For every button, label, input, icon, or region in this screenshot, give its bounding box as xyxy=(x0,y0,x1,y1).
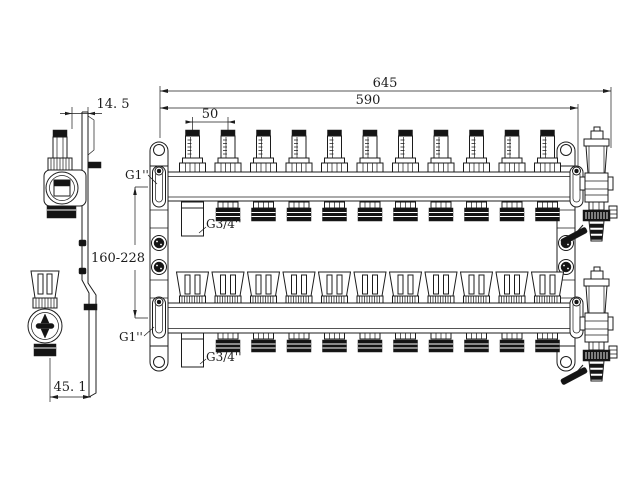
branch-port-bottom-label: G3/4'' xyxy=(206,350,242,364)
flow-meter xyxy=(498,129,526,173)
thermostatic-valve-cap xyxy=(389,271,422,304)
dim-mounting-width-label: 590 xyxy=(356,93,381,108)
thermostatic-valve-cap xyxy=(282,271,316,304)
dim-center-distance-label: 160-228 xyxy=(91,251,145,266)
supply-outlet xyxy=(535,201,560,222)
dim-overall-width: 645 xyxy=(159,76,612,148)
return-outlet xyxy=(322,332,347,353)
thermostatic-valve-cap xyxy=(353,271,387,304)
flow-meter xyxy=(214,129,242,173)
dim-side-depth: 45. 1 xyxy=(49,358,91,402)
label-main-port-bottom: G1'' xyxy=(119,326,155,344)
flow-meter xyxy=(285,129,313,173)
thermostatic-valve-cap xyxy=(318,271,351,304)
flow-meter xyxy=(427,129,455,173)
supply-outlet xyxy=(251,201,276,222)
return-outlet xyxy=(251,332,276,353)
dim-overall-width-label: 645 xyxy=(373,76,398,91)
front-view: 645 590 50 160-228 G1'' G1'' G3/4'' xyxy=(91,76,618,386)
return-outlet xyxy=(357,332,383,353)
dim-center-distance: 160-228 xyxy=(91,186,148,319)
label-branch-port-bottom: G3/4'' xyxy=(199,350,242,365)
thermostatic-valve-cap xyxy=(460,271,493,304)
flow-meter xyxy=(463,129,490,173)
side-view-return-valve xyxy=(27,270,63,357)
supply-outlet xyxy=(322,201,347,222)
label-main-port-top: G1'' xyxy=(125,168,158,185)
flow-meter-row xyxy=(179,129,561,173)
flow-meter xyxy=(321,129,348,173)
dim-port-spacing-label: 50 xyxy=(202,107,219,122)
dim-bracket-offset: 14. 5 xyxy=(60,97,130,129)
flow-meter xyxy=(356,129,384,173)
dim-bracket-offset-label: 14. 5 xyxy=(96,97,129,112)
thermostatic-valve-cap xyxy=(424,271,458,304)
return-outlet xyxy=(428,332,454,353)
branch-port-top-label: G3/4'' xyxy=(206,217,242,231)
dim-port-spacing: 50 xyxy=(185,107,235,130)
supply-outlet-thread xyxy=(181,201,204,237)
flow-meter xyxy=(250,129,277,173)
main-port-unions xyxy=(152,165,584,339)
thermostatic-valve-cap xyxy=(247,271,280,304)
return-manifold-bar xyxy=(167,302,578,334)
supply-outlet xyxy=(286,201,312,222)
side-view: 14. 5 45. 1 xyxy=(27,97,130,402)
flow-meter xyxy=(392,129,419,173)
supply-outlet xyxy=(499,201,525,222)
return-outlet xyxy=(286,332,312,353)
supply-outlet xyxy=(393,201,418,222)
supply-manifold-bar xyxy=(167,171,578,202)
valve-cap-row xyxy=(176,271,564,304)
return-outlet xyxy=(393,332,418,353)
supply-outlet xyxy=(464,201,489,222)
main-port-top-label: G1'' xyxy=(125,168,149,182)
supply-outlet xyxy=(357,201,383,222)
thermostatic-valve-cap xyxy=(176,271,209,304)
return-outlet xyxy=(464,332,489,353)
dim-side-depth-label: 45. 1 xyxy=(53,380,86,395)
main-port-bottom-label: G1'' xyxy=(119,330,143,344)
thermostatic-valve-cap xyxy=(211,271,245,304)
thermostatic-valve-cap xyxy=(531,271,564,304)
dim-mounting-width: 590 xyxy=(160,93,579,168)
thermostatic-valve-cap xyxy=(495,271,529,304)
return-outlet xyxy=(535,332,560,353)
flow-meter xyxy=(179,129,206,173)
return-outlet xyxy=(499,332,525,353)
return-outlet-thread xyxy=(181,332,204,368)
supply-outlet xyxy=(428,201,454,222)
label-branch-port-top: G3/4'' xyxy=(198,217,242,234)
side-view-supply-valve xyxy=(43,129,87,219)
